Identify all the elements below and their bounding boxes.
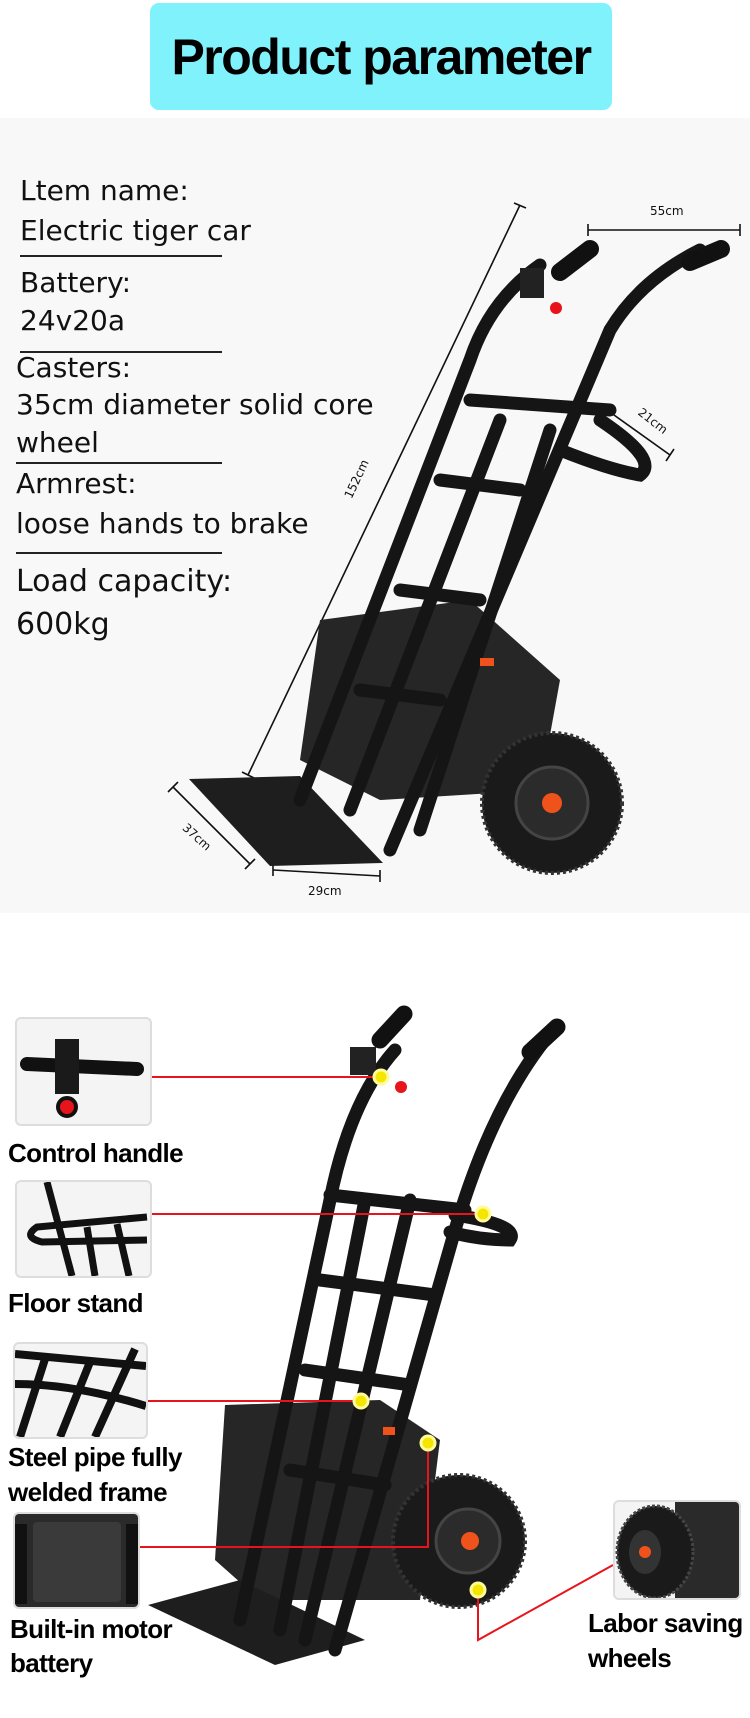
steel-frame-label-line1: Steel pipe fully bbox=[8, 1442, 182, 1472]
divider bbox=[16, 462, 222, 464]
trolley-features-illustration bbox=[138, 1005, 614, 1665]
page-title: Product parameter bbox=[171, 28, 592, 85]
divider bbox=[20, 351, 222, 353]
load-capacity-value: 600kg bbox=[16, 607, 110, 642]
floor-stand-label: Floor stand bbox=[8, 1288, 144, 1318]
armrest-value: loose hands to brake bbox=[16, 507, 309, 540]
item-name-value: Electric tiger car bbox=[20, 214, 251, 247]
floor-stand-thumbnail bbox=[15, 1180, 152, 1278]
wheels-thumbnail bbox=[613, 1500, 741, 1600]
battery-label: Battery: bbox=[20, 266, 132, 299]
divider bbox=[16, 552, 222, 554]
features-section: Control handle Floor stand Steel pipe fu… bbox=[0, 984, 750, 1718]
battery-value: 24v20a bbox=[20, 304, 125, 337]
wheels-label-line1: Labor saving bbox=[588, 1608, 743, 1638]
armrest-label: Armrest: bbox=[16, 467, 137, 500]
motor-battery-label-line2: battery bbox=[10, 1648, 93, 1678]
title-banner: Product parameter bbox=[150, 3, 612, 110]
item-name-label: Ltem name: bbox=[20, 174, 189, 207]
specs-section: Ltem name: Electric tiger car Battery: 2… bbox=[0, 118, 750, 913]
casters-value-line2: wheel bbox=[16, 426, 99, 459]
steel-frame-thumbnail bbox=[13, 1342, 148, 1439]
motor-battery-label-line1: Built-in motor bbox=[10, 1614, 173, 1644]
divider bbox=[20, 255, 222, 257]
trolley-dimension-illustration bbox=[167, 202, 741, 882]
dimension-width: 55cm bbox=[650, 204, 684, 218]
control-handle-label: Control handle bbox=[8, 1138, 184, 1168]
casters-label: Casters: bbox=[16, 351, 132, 384]
wheels-label-line2: wheels bbox=[588, 1643, 672, 1673]
steel-frame-label-line2: welded frame bbox=[8, 1477, 168, 1507]
motor-battery-thumbnail bbox=[13, 1512, 140, 1609]
casters-value-line1: 35cm diameter solid core bbox=[16, 388, 374, 421]
dimension-plate-width: 29cm bbox=[308, 884, 342, 898]
load-capacity-label: Load capacity: bbox=[16, 564, 233, 599]
control-handle-thumbnail bbox=[15, 1017, 152, 1126]
